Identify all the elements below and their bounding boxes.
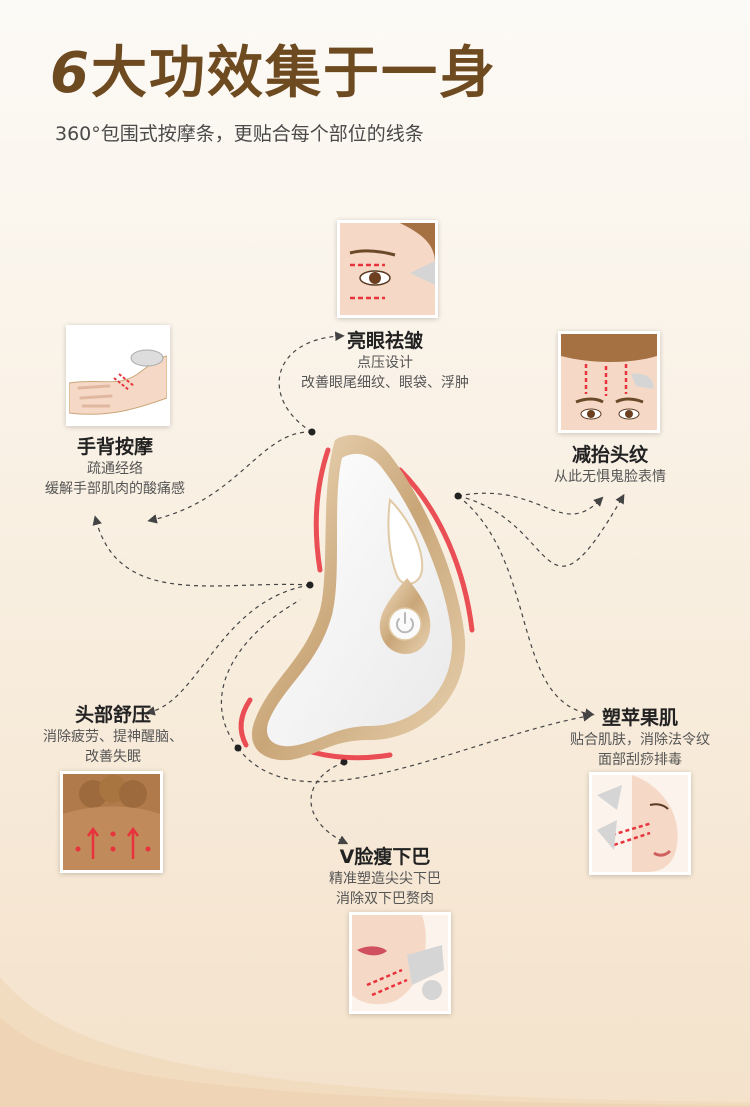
hand-photo xyxy=(66,325,170,426)
feature-head-line1: 消除疲劳、提神醒脑、 xyxy=(43,729,183,745)
title-text: 大功效集于一身 xyxy=(90,41,497,106)
page-subtitle: 360°包围式按摩条，更贴合每个部位的线条 xyxy=(55,123,424,145)
feature-eye: 亮眼祛皱 点压设计 改善眼尾细纹、眼袋、浮肿 xyxy=(280,326,490,393)
feature-apple-line2: 面部刮痧排毒 xyxy=(598,752,682,768)
eye-area-photo xyxy=(337,220,438,318)
feature-hand-line1: 疏通经络 xyxy=(87,461,143,477)
feature-chin: V脸瘦下巴 精准塑造尖尖下巴 消除双下巴赘肉 xyxy=(295,842,475,909)
chin-photo xyxy=(349,912,451,1014)
feature-head-title: 头部舒压 xyxy=(74,704,151,726)
feature-head: 头部舒压 消除疲劳、提神醒脑、 改善失眠 xyxy=(18,700,208,767)
feature-forehead: 减抬头纹 从此无惧鬼脸表情 xyxy=(520,440,700,487)
gua-sha-massager-icon xyxy=(238,435,475,761)
feature-chin-line1: 精准塑造尖尖下巴 xyxy=(329,871,441,887)
title-number: 6 xyxy=(50,41,91,106)
cheek-photo xyxy=(589,772,691,875)
feature-forehead-line1: 从此无惧鬼脸表情 xyxy=(554,469,666,485)
feature-eye-line1: 点压设计 xyxy=(357,355,413,371)
feature-hand: 手背按摩 疏通经络 缓解手部肌肉的酸痛感 xyxy=(15,432,215,499)
feature-eye-line2: 改善眼尾细纹、眼袋、浮肿 xyxy=(301,375,469,391)
feature-chin-title: V脸瘦下巴 xyxy=(339,846,431,868)
feature-apple: 塑苹果肌 贴合肌肤，消除法令纹 面部刮痧排毒 xyxy=(545,703,735,770)
feature-apple-line1: 贴合肌肤，消除法令纹 xyxy=(570,732,710,748)
forehead-photo xyxy=(558,331,660,433)
feature-eye-title: 亮眼祛皱 xyxy=(346,330,423,352)
power-icon xyxy=(396,612,414,634)
feature-hand-title: 手背按摩 xyxy=(76,436,153,458)
feature-forehead-title: 减抬头纹 xyxy=(571,444,648,466)
bottom-decor-curve xyxy=(0,977,750,1107)
feature-head-line2: 改善失眠 xyxy=(85,749,141,765)
feature-chin-line2: 消除双下巴赘肉 xyxy=(336,891,434,907)
feature-hand-line2: 缓解手部肌肉的酸痛感 xyxy=(45,481,185,497)
feature-apple-title: 塑苹果肌 xyxy=(601,707,678,729)
page-title: 6大功效集于一身 xyxy=(50,28,497,109)
head-photo xyxy=(60,771,163,873)
